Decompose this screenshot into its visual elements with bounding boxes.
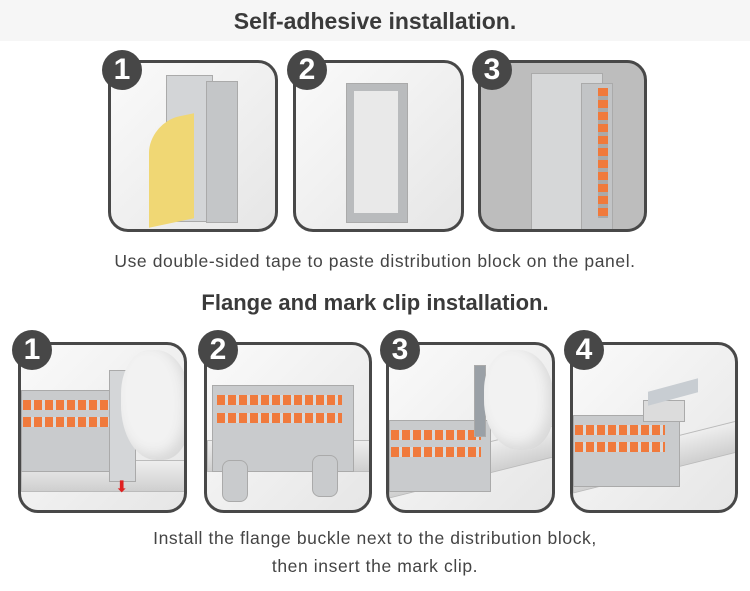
header-band	[0, 0, 750, 41]
step-badge: 3	[472, 50, 512, 90]
step-badge: 1	[12, 330, 52, 370]
step-badge: 2	[198, 330, 238, 370]
section2-caption-line2: then insert the mark clip.	[271, 556, 479, 576]
section1-title: Self-adhesive installation.	[233, 8, 517, 34]
flange-step3-image	[386, 342, 555, 513]
step-badge: 4	[564, 330, 604, 370]
flange-step2-image	[204, 342, 372, 513]
step-badge: 2	[287, 50, 327, 90]
step1-image	[108, 60, 278, 232]
step-badge: 3	[380, 330, 420, 370]
step-badge: 1	[102, 50, 142, 90]
tape	[149, 113, 194, 228]
section2-title: Flange and mark clip installation.	[201, 290, 549, 315]
flange-step4-image	[570, 342, 738, 513]
section2-caption-line1: Install the flange buckle next to the di…	[153, 528, 597, 548]
step3-image	[478, 60, 647, 232]
arrow-down-icon: ⬇	[115, 479, 129, 496]
flange-step1-image: ⬇	[18, 342, 187, 513]
section1-caption: Use double-sided tape to paste distribut…	[114, 251, 636, 271]
step2-image	[293, 60, 464, 232]
